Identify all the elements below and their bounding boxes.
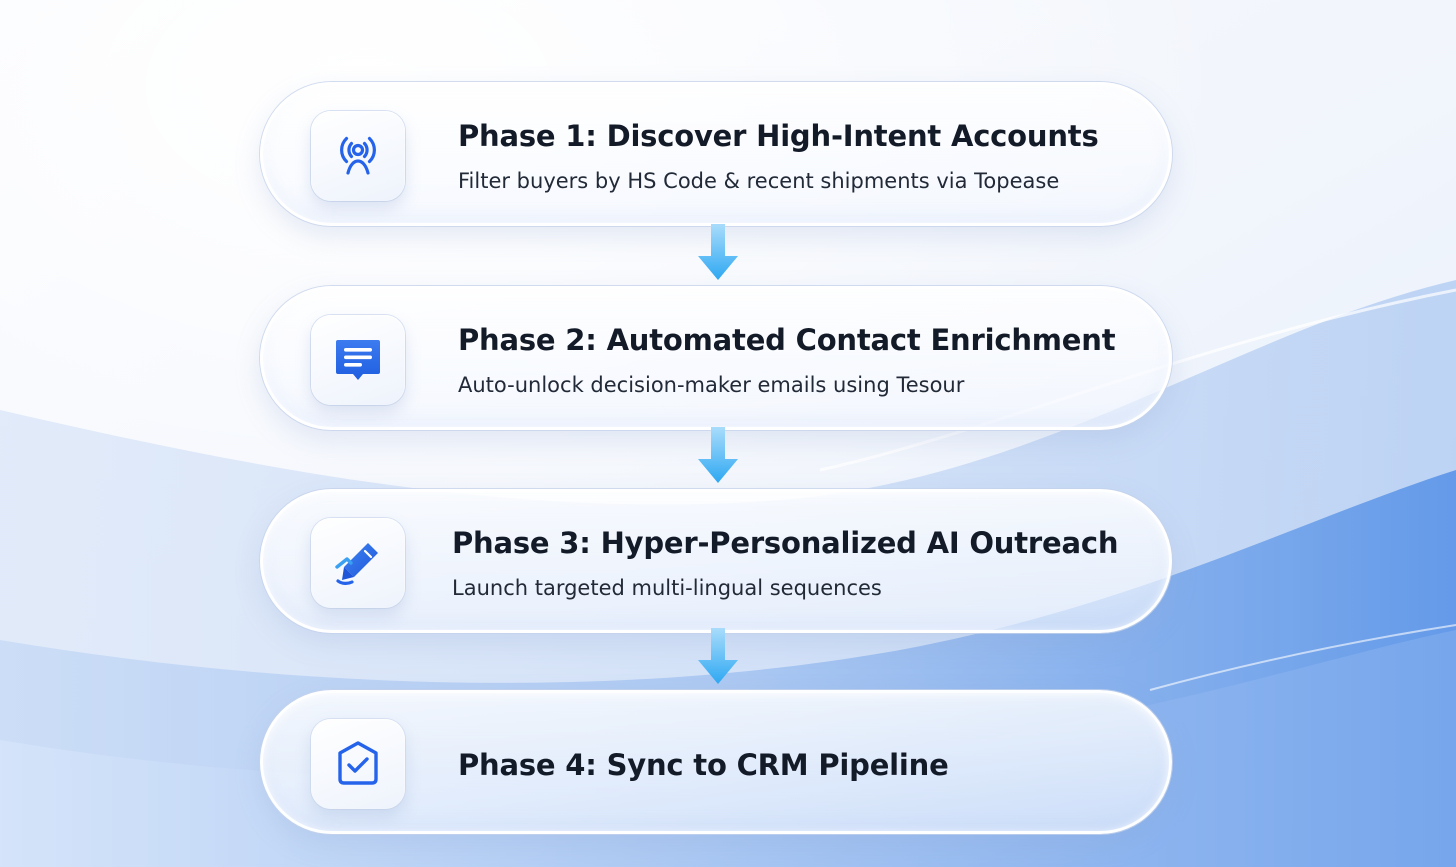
phase-3-icon-tile [311,518,405,608]
broadcast-signal-icon [340,136,376,175]
phase-1-icon-tile [311,111,405,201]
phase-1-title: Phase 1: Discover High-Intent Accounts [458,119,1099,153]
chat-message-icon [336,340,380,380]
phase-2-card: Phase 2: Automated Contact Enrichment Au… [260,286,1172,430]
phase-3-title: Phase 3: Hyper-Personalized AI Outreach [452,526,1119,560]
phase-4-card: Phase 4: Sync to CRM Pipeline [260,690,1172,834]
phase-2-icon-tile [311,315,405,405]
pen-sign-icon [335,543,378,585]
shield-check-icon [338,741,378,785]
phase-4-title: Phase 4: Sync to CRM Pipeline [458,748,949,782]
down-arrow-icon [698,427,738,483]
phase-1-card: Phase 1: Discover High-Intent Accounts F… [260,82,1172,226]
phase-3-description: Launch targeted multi-lingual sequences [452,576,882,600]
phase-4-icon-tile [311,719,405,809]
phase-1-description: Filter buyers by HS Code & recent shipme… [458,169,1060,193]
down-arrow-icon [698,628,738,684]
phase-2-description: Auto-unlock decision-maker emails using … [458,373,965,397]
phase-2-title: Phase 2: Automated Contact Enrichment [458,323,1116,357]
down-arrow-icon [698,224,738,280]
phase-3-card: Phase 3: Hyper-Personalized AI Outreach … [260,489,1172,633]
